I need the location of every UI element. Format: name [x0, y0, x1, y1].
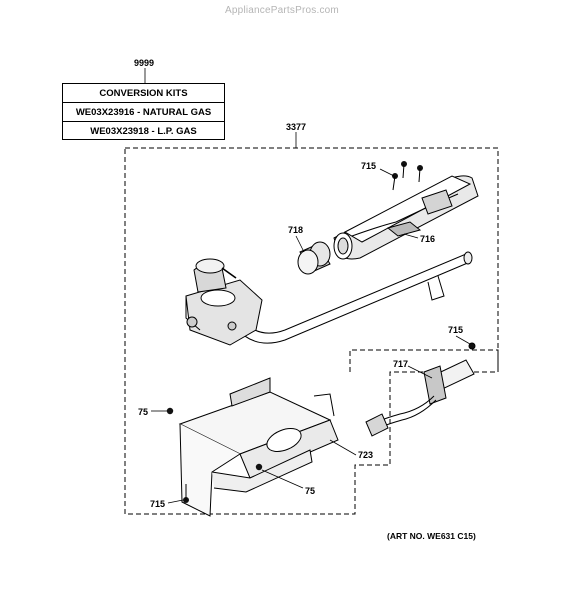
callout-igniter: 717	[393, 359, 408, 369]
igniter	[365, 342, 476, 437]
callout-bracket: 723	[358, 450, 373, 460]
gas-tube	[235, 251, 473, 344]
assembly-boundary	[124, 147, 499, 515]
callout-screw-bottom: 75	[305, 486, 315, 496]
gas-valve	[185, 258, 263, 346]
conversion-kits-table: CONVERSION KITS WE03X23916 - NATURAL GAS…	[62, 83, 225, 140]
callout-screw-left: 75	[138, 407, 148, 417]
burner-screws	[392, 161, 423, 191]
burner-tube	[333, 175, 479, 260]
callout-assembly: 3377	[286, 122, 306, 132]
bracket-screws	[166, 407, 263, 503]
watermark: AppliancePartsPros.com	[225, 5, 339, 16]
kit-part-number: 9999	[134, 58, 154, 68]
callout-screw-top: 715	[361, 161, 376, 171]
igniter-boundary	[349, 349, 499, 372]
kit-header: CONVERSION KITS	[63, 84, 224, 103]
kit-item-lp-gas: WE03X23918 - L.P. GAS	[90, 126, 197, 137]
art-number: (ART NO. WE631 C15)	[387, 531, 476, 541]
burner-cover	[297, 241, 331, 275]
mounting-bracket	[178, 377, 339, 517]
callout-screw-bottom-left: 715	[150, 499, 165, 509]
callout-screw-right: 715	[448, 325, 463, 335]
callout-burner-cover: 718	[288, 225, 303, 235]
callout-burner-tube: 716	[420, 234, 435, 244]
leader-lines	[151, 168, 471, 504]
kit-item-natural-gas: WE03X23916 - NATURAL GAS	[63, 103, 224, 122]
